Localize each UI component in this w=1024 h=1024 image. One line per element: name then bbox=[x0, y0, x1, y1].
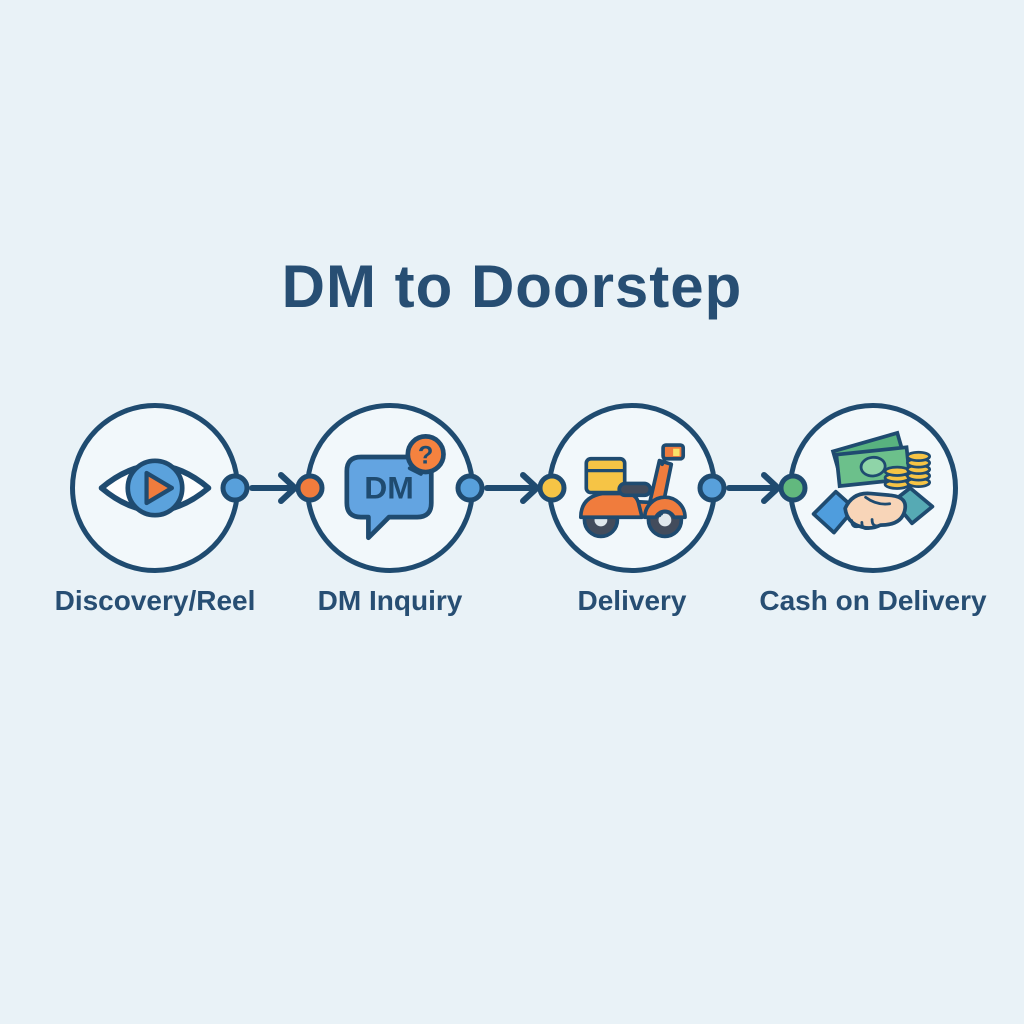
arrow-head bbox=[278, 472, 298, 504]
step-circle-dm-inquiry: DM ? bbox=[305, 403, 475, 573]
finger-line bbox=[850, 519, 862, 529]
delivery-scooter-icon bbox=[578, 443, 687, 539]
chat-bubble-text: DM bbox=[364, 469, 414, 505]
eye-play-icon bbox=[98, 458, 212, 518]
delivery-box bbox=[584, 456, 627, 495]
headlight bbox=[661, 443, 686, 461]
finger-line bbox=[860, 520, 872, 531]
question-badge bbox=[405, 434, 446, 475]
banknote-oval bbox=[859, 455, 887, 478]
step-circle-discovery bbox=[70, 403, 240, 573]
dm-chat-bubble-icon: DM ? bbox=[344, 434, 446, 541]
cash-handshake-icon bbox=[811, 430, 935, 535]
step-label-cash-on-delivery: Cash on Delivery bbox=[759, 585, 987, 616]
front-fender bbox=[642, 495, 687, 520]
page-title: DM to Doorstep bbox=[281, 253, 743, 320]
coin-stack-small bbox=[883, 465, 911, 490]
headlight-glass bbox=[673, 448, 680, 456]
coin bbox=[883, 465, 911, 477]
step-label-discovery: Discovery/Reel bbox=[54, 585, 256, 616]
play-triangle-icon bbox=[144, 470, 175, 506]
thumb-line bbox=[864, 495, 892, 506]
finger-line bbox=[870, 518, 882, 528]
coin bbox=[905, 450, 932, 462]
front-hub bbox=[658, 513, 672, 527]
arrow-head bbox=[520, 472, 540, 504]
arrow-head bbox=[761, 472, 781, 504]
step-label-delivery: Delivery bbox=[577, 585, 687, 616]
question-mark-icon: ? bbox=[418, 442, 433, 470]
step-label-dm-inquiry: DM Inquiry bbox=[317, 585, 463, 616]
step-circle-delivery bbox=[547, 403, 717, 573]
coin-stack-tall bbox=[905, 450, 932, 488]
handshake-hands bbox=[843, 491, 908, 530]
step-circle-cash-on-delivery bbox=[788, 403, 958, 573]
scooter-seat bbox=[617, 481, 653, 498]
